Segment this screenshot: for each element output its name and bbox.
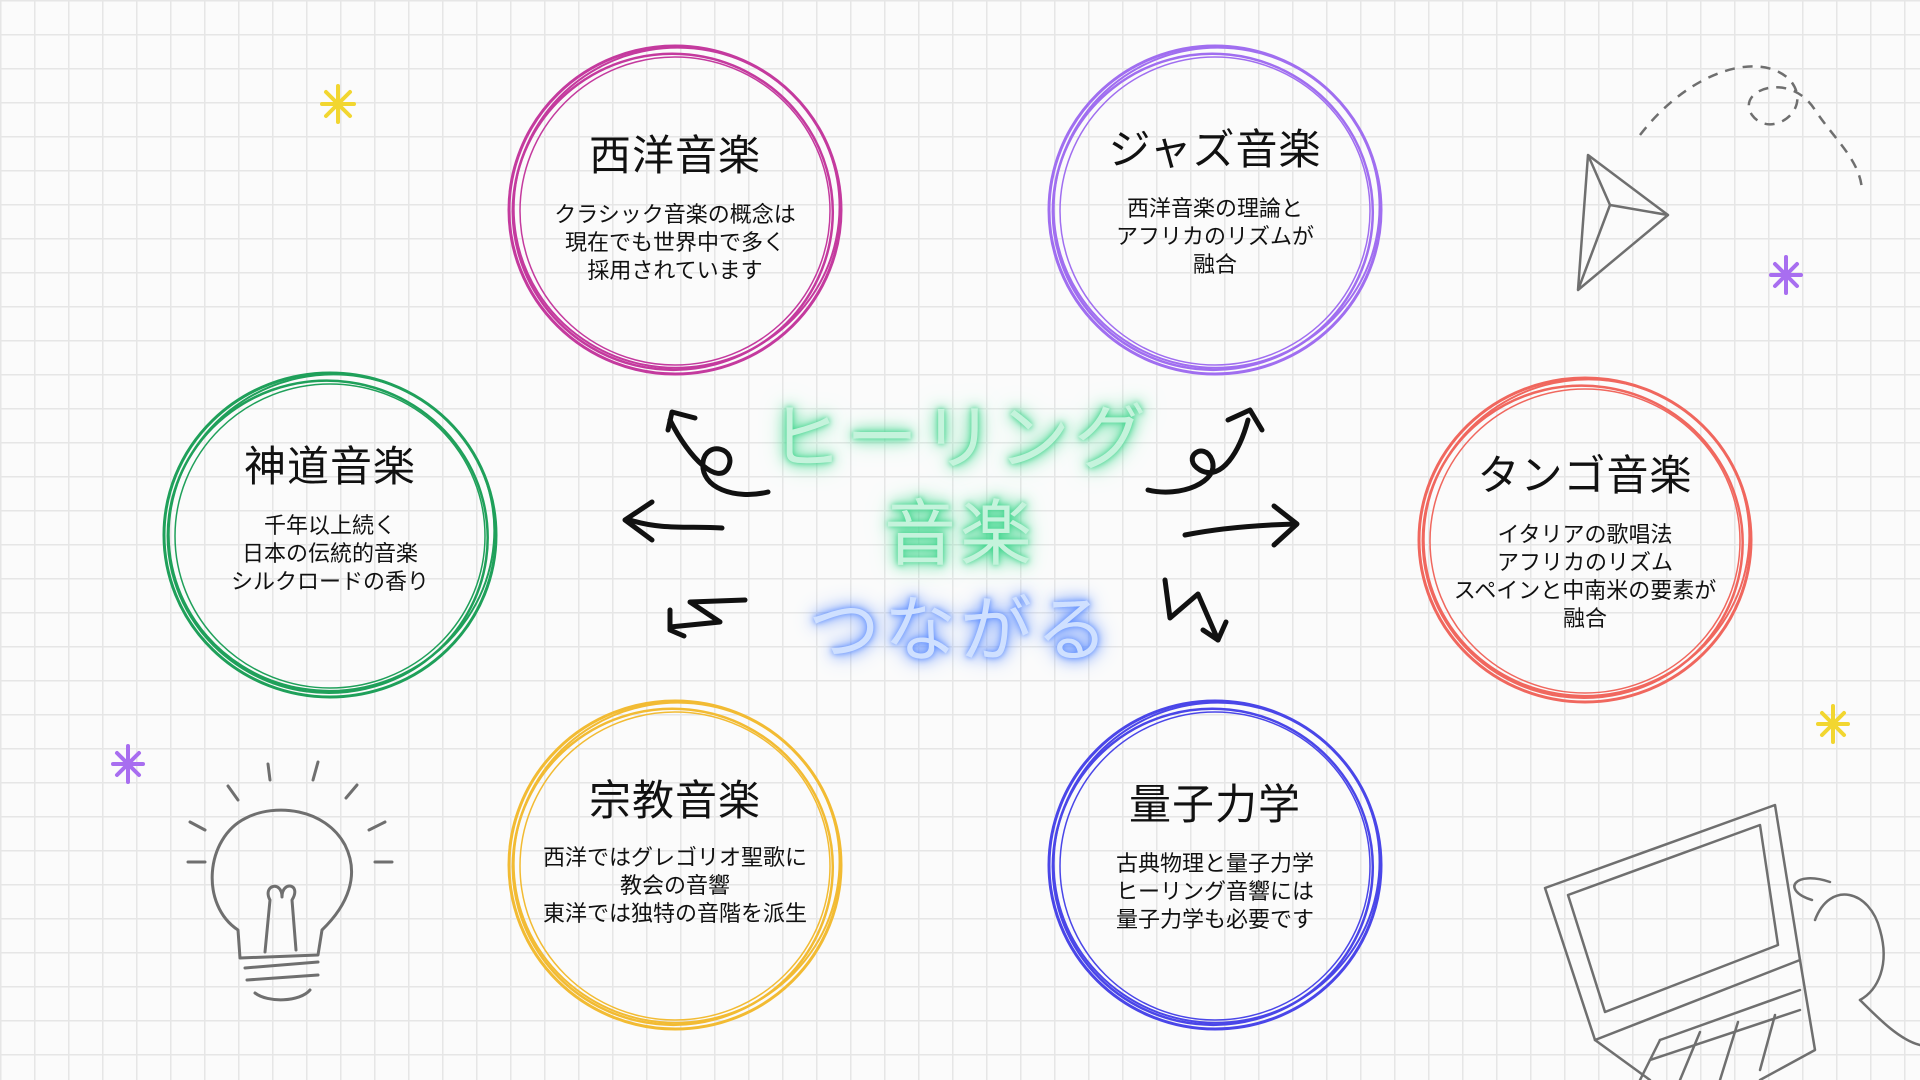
- topic-religious-music: 宗教音楽 西洋ではグレゴリオ聖歌に 教会の音響 東洋では独特の音階を派生: [505, 695, 845, 1035]
- star-purple-icon: [1769, 255, 1803, 295]
- topic-shinto-music: 神道音楽 千年以上続く 日本の伝統的音楽 シルクロードの香り: [160, 365, 500, 705]
- scribble-circle: [1417, 376, 1753, 704]
- paper-plane-icon: [1576, 65, 1864, 292]
- center-title-line-1: ヒーリング: [769, 396, 1150, 480]
- node-description: 古典物理と量子力学 ヒーリング音響には 量子力学も必要です: [1115, 852, 1314, 933]
- scribble-circle: [1047, 699, 1383, 1031]
- node-description: イタリアの歌唱法 アフリカのリズム スペインと中南米の要素が 融合: [1453, 523, 1717, 632]
- node-description: 西洋ではグレゴリオ聖歌に 教会の音響 東洋では独特の音階を派生: [542, 846, 807, 927]
- topic-quantum-mechanics: 量子力学 古典物理と量子力学 ヒーリング音響には 量子力学も必要です: [1045, 695, 1385, 1035]
- node-description: 千年以上続く 日本の伝統的音楽 シルクロードの香り: [230, 514, 429, 595]
- arrow-icon: [622, 407, 1300, 643]
- scribble-circle: [1047, 44, 1383, 376]
- scribble-circle: [507, 44, 843, 376]
- node-title: 宗教音楽: [588, 776, 761, 825]
- topic-tango-music: タンゴ音楽 イタリアの歌唱法 アフリカのリズム スペインと中南米の要素が 融合: [1415, 370, 1755, 710]
- scribble-circle: [507, 699, 843, 1031]
- topic-jazz-music: ジャズ音楽 西洋音楽の理論と アフリカのリズムが 融合: [1045, 40, 1385, 380]
- node-title: 神道音楽: [243, 442, 416, 491]
- node-title: 量子力学: [1128, 780, 1301, 829]
- star-yellow-icon: [1816, 704, 1850, 744]
- light-bulb-icon: [186, 760, 394, 1002]
- center-title-line-2: 音楽: [883, 492, 1036, 576]
- node-title: ジャズ音楽: [1108, 125, 1322, 174]
- center-title: ヒーリング 音楽 つながる: [700, 390, 1220, 678]
- node-title: 西洋音楽: [588, 131, 761, 180]
- star-yellow-icon: [320, 84, 356, 124]
- node-description: クラシック音楽の概念は 現在でも世界中で多く 採用されています: [554, 203, 796, 284]
- node-title: タンゴ音楽: [1477, 451, 1693, 500]
- node-description: 西洋音楽の理論と アフリカのリズムが 融合: [1115, 197, 1314, 278]
- laptop-icon: [1543, 803, 1920, 1080]
- center-title-line-3: つながる: [807, 588, 1112, 672]
- topic-western-music: 西洋音楽 クラシック音楽の概念は 現在でも世界中で多く 採用されています: [505, 40, 845, 380]
- star-purple-icon: [111, 744, 145, 784]
- scribble-circle: [162, 371, 498, 699]
